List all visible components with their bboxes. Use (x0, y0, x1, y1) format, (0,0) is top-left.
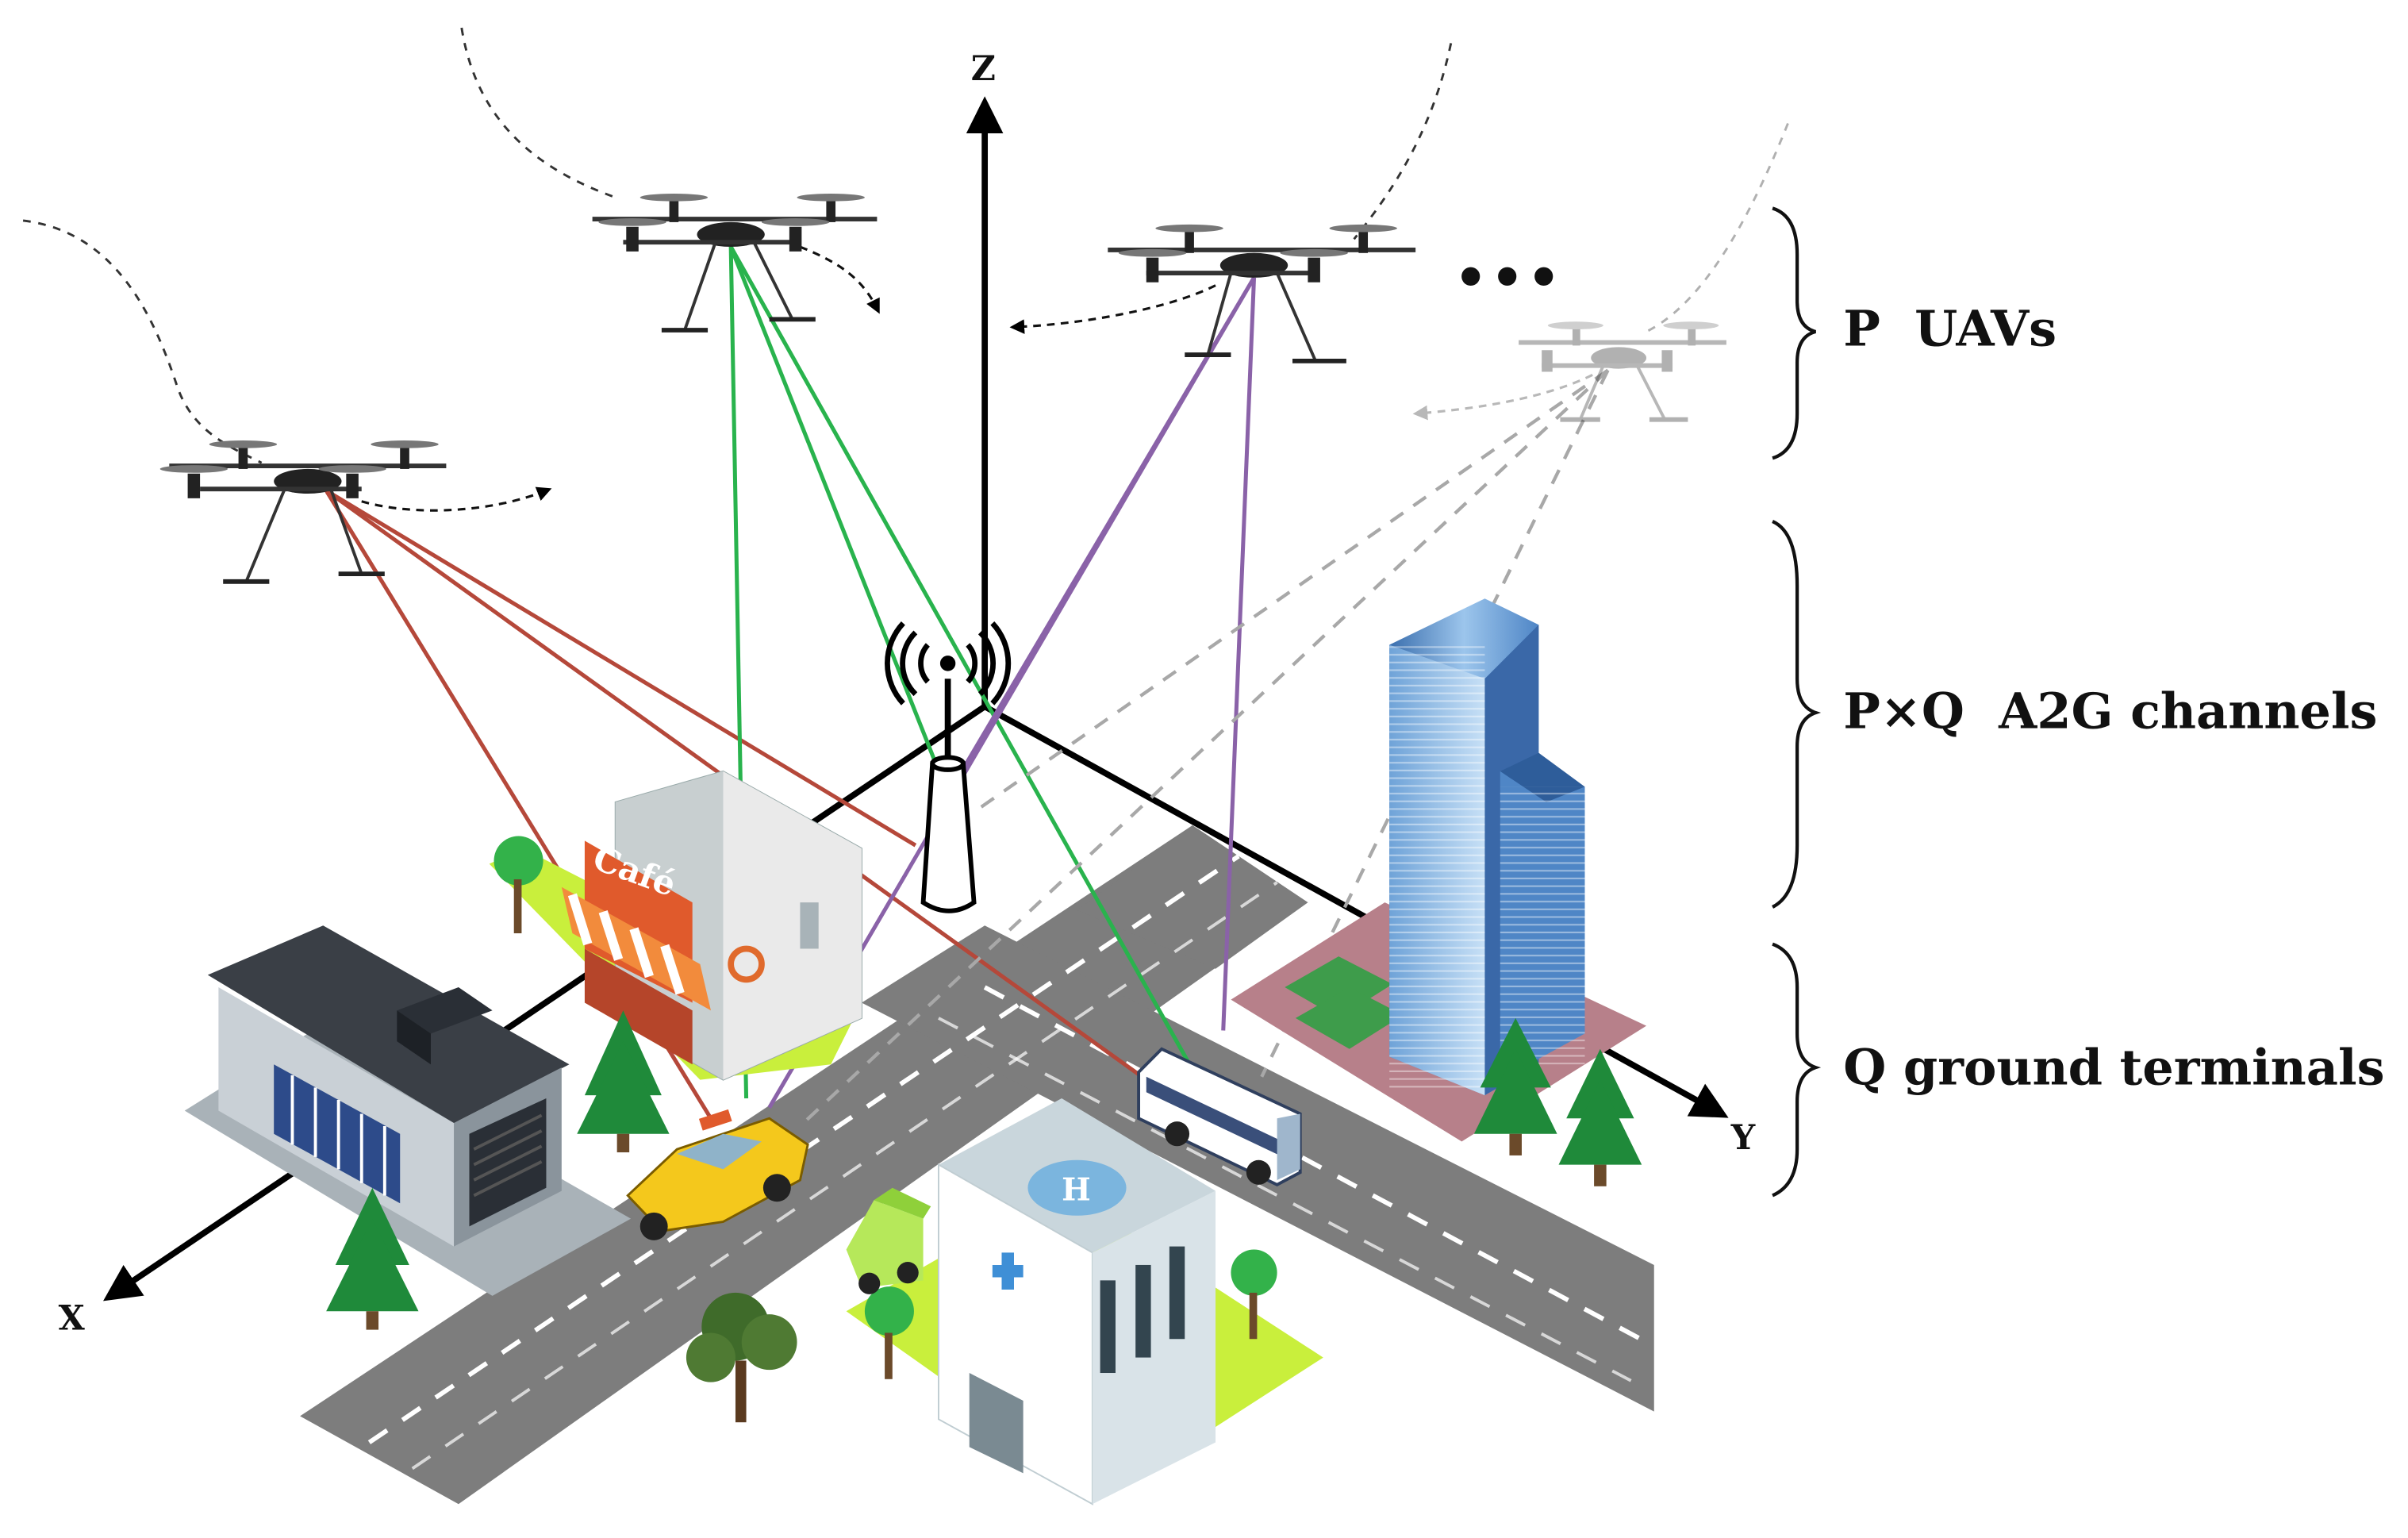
trajectory-uav-4 (1646, 122, 1789, 333)
link-uav2-tower (728, 246, 936, 760)
brace-terminals (1772, 942, 1822, 1198)
garage-building-icon (184, 925, 632, 1296)
quadcopter-uav-icon (592, 193, 878, 333)
ambulance-icon (846, 1187, 931, 1294)
x-axis-label: X (59, 1299, 86, 1339)
link-uav3-tower (959, 276, 1256, 773)
pine-tree-icon (326, 1187, 419, 1330)
oak-tree-icon (686, 1292, 797, 1423)
lane-marking (411, 881, 1278, 1471)
trajectory-uav-1 (22, 219, 263, 464)
pine-tree-group (326, 1010, 1642, 1423)
quadcopter-uav-icon (1108, 224, 1416, 363)
hospital-helipad-sign: H (1062, 1172, 1091, 1208)
motion-arrow-uav-4 (1412, 373, 1593, 421)
a2g-channels (324, 245, 1610, 1128)
trajectory-uav-2 (460, 27, 616, 199)
legend-channels-label: P×Q A2G channels (1843, 682, 2377, 740)
motion-arrow-uav-2 (799, 245, 880, 314)
lane-marking (983, 985, 1648, 1344)
link-uav1-tower (325, 488, 917, 848)
brace-channels (1772, 520, 1822, 909)
more-uavs-ellipsis: ••• (1454, 247, 1564, 309)
uav-fleet (159, 193, 1726, 584)
link-uav2-bus (728, 245, 1190, 1063)
bus-icon (1137, 1047, 1302, 1187)
link-uav4-tower (976, 368, 1609, 812)
y-axis-label: Y (1730, 1118, 1756, 1158)
quadcopter-uav-icon (1519, 321, 1726, 422)
link-uav3-bus (1221, 277, 1257, 1031)
trajectory-uav-3 (1353, 43, 1453, 240)
taxi-car-icon (626, 1109, 809, 1240)
motion-arrow-uav-1 (361, 486, 552, 512)
legend: P UAVs P×Q A2G channels Q ground termina… (1772, 206, 2385, 1198)
z-axis-label: Z (971, 49, 996, 89)
link-uav4-taxi (798, 368, 1610, 1128)
base-station-tower-icon (885, 621, 1012, 913)
cross-road-upper (1077, 825, 1308, 969)
lane-marking (938, 1017, 1632, 1382)
brace-uavs (1772, 206, 1817, 460)
pine-tree-icon (1558, 1048, 1642, 1186)
skyscraper-icon (1231, 598, 1647, 1142)
legend-uavs-label: P UAVs (1843, 299, 2057, 357)
motion-arrow-uav-3 (1009, 284, 1216, 334)
pine-tree-icon (1473, 1017, 1557, 1155)
x-axis (102, 704, 987, 1302)
hospital-building-icon: H (846, 1098, 1323, 1505)
quadcopter-uav-icon (159, 440, 447, 584)
legend-terminals-label: Q ground terminals (1843, 1038, 2384, 1096)
cafe-building-icon: Café (489, 770, 862, 1081)
pine-tree-icon (577, 1010, 670, 1153)
